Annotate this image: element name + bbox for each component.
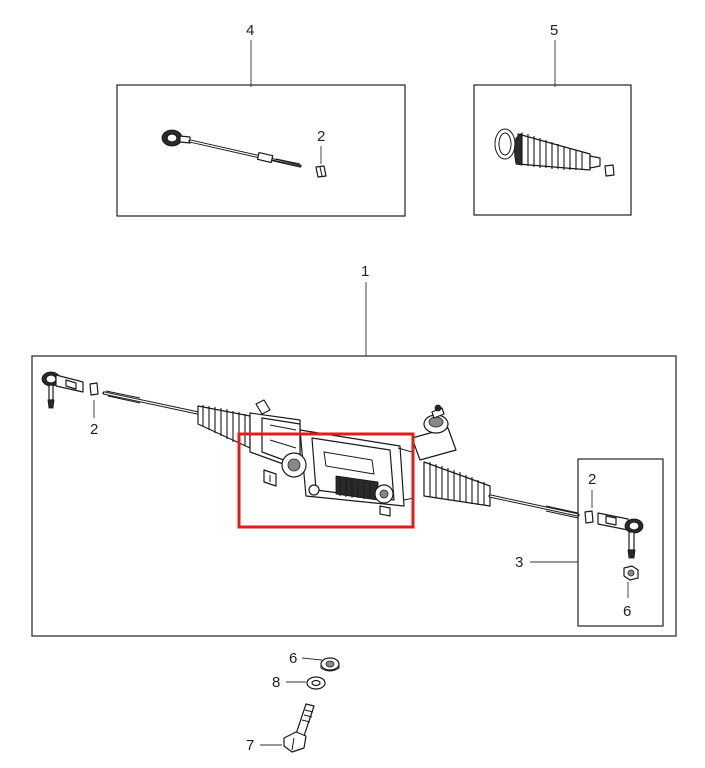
mounting-hardware-group: 6 8 7 bbox=[246, 650, 340, 754]
jam-nut-top[interactable] bbox=[315, 165, 327, 178]
bellows-right[interactable] bbox=[423, 461, 491, 507]
jam-nut-right[interactable] bbox=[584, 510, 594, 524]
bellows-boot[interactable] bbox=[514, 132, 601, 171]
callout-5: 5 bbox=[550, 22, 558, 39]
inner-tie-rod-box bbox=[116, 84, 406, 217]
boot-kit-box bbox=[473, 84, 632, 216]
callout-1: 1 bbox=[361, 263, 369, 280]
pinion-input-shaft[interactable] bbox=[411, 404, 457, 461]
outer-tie-rod-end-left[interactable] bbox=[41, 371, 84, 409]
eps-motor-unit[interactable] bbox=[281, 429, 415, 517]
callout-4: 4 bbox=[246, 22, 254, 39]
callout-2-top: 2 bbox=[317, 128, 325, 145]
leader-6-bottom bbox=[301, 657, 323, 661]
bolt[interactable] bbox=[283, 703, 315, 753]
outer-tie-rod-group-right: 2 6 bbox=[577, 458, 664, 627]
outer-tie-rod-end-right[interactable] bbox=[597, 512, 644, 559]
callout-6-right: 6 bbox=[623, 603, 631, 620]
nut-right[interactable] bbox=[623, 565, 639, 581]
boot-small-clamp[interactable] bbox=[604, 164, 615, 177]
callout-2-left: 2 bbox=[90, 421, 98, 438]
highlight-box bbox=[237, 432, 415, 529]
steering-gear-box bbox=[31, 355, 677, 637]
callout-6-bottom: 6 bbox=[289, 650, 297, 667]
callout-7: 7 bbox=[246, 737, 254, 754]
callout-2-right: 2 bbox=[588, 471, 596, 488]
washer[interactable] bbox=[306, 676, 326, 690]
callout-3: 3 bbox=[515, 554, 523, 571]
jam-nut-left[interactable] bbox=[89, 382, 99, 396]
boot-clamp[interactable] bbox=[494, 128, 516, 160]
nut-bottom[interactable] bbox=[320, 657, 340, 672]
callout-8: 8 bbox=[272, 674, 280, 691]
tie-rod-right[interactable] bbox=[488, 494, 580, 519]
bellows-left[interactable] bbox=[197, 405, 251, 449]
inner-tie-rod[interactable] bbox=[161, 129, 302, 168]
tie-rod-left[interactable] bbox=[102, 390, 200, 415]
boot-kit-group: 5 bbox=[473, 22, 632, 216]
inner-tie-rod-group: 4 2 bbox=[116, 22, 406, 217]
outer-tie-rod-box-right bbox=[577, 458, 664, 627]
